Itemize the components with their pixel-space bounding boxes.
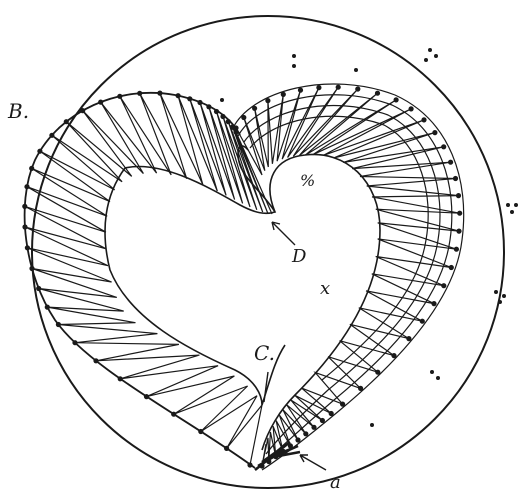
right-pin: [375, 370, 380, 375]
left-pin: [137, 91, 142, 96]
left-pin: [29, 166, 34, 171]
zigzag-thread: [236, 87, 460, 466]
label-a: a: [330, 472, 341, 493]
right-pin: [457, 211, 462, 216]
left-lobe-zigzag-threads: [25, 93, 272, 465]
arrow-d: [272, 222, 295, 245]
outer-circle: [32, 16, 504, 488]
heart-interior-outline: [105, 146, 285, 405]
right-pin: [456, 229, 461, 234]
left-pin: [118, 376, 123, 381]
right-pin: [252, 106, 257, 111]
right-pin: [329, 411, 334, 416]
left-pin: [176, 93, 181, 98]
left-pin: [93, 358, 98, 363]
right-pin: [320, 418, 325, 423]
bottom-tip-knot: [255, 442, 300, 470]
right-pin: [420, 319, 425, 324]
left-pin: [80, 108, 85, 113]
right-pin: [358, 386, 363, 391]
right-pin: [432, 130, 437, 135]
right-pin: [454, 247, 459, 252]
left-pin: [206, 104, 211, 109]
left-pin: [36, 286, 41, 291]
right-pin: [311, 425, 316, 430]
left-pin: [37, 149, 42, 154]
right-pin: [375, 91, 380, 96]
left-pin: [25, 245, 30, 250]
left-pin: [157, 91, 162, 96]
left-pin: [220, 114, 225, 119]
right-pin: [409, 106, 414, 111]
left-pin: [171, 412, 176, 417]
right-pin: [449, 265, 454, 270]
right-pin: [391, 353, 396, 358]
right-pin: [298, 88, 303, 93]
left-pin: [24, 184, 29, 189]
arrow-a: [300, 455, 326, 470]
left-pin: [22, 224, 27, 229]
right-pin: [316, 85, 321, 90]
label-x: x: [320, 278, 330, 299]
right-pin: [233, 125, 238, 130]
left-pin: [72, 340, 77, 345]
left-pin: [197, 100, 202, 105]
left-pin: [45, 305, 50, 310]
right-pin: [441, 283, 446, 288]
right-pin: [441, 144, 446, 149]
right-lobe-inner-edge: [262, 154, 380, 450]
right-pin: [448, 160, 453, 165]
left-pin: [22, 204, 27, 209]
right-pin: [241, 115, 246, 120]
left-pin: [187, 96, 192, 101]
left-pin: [144, 394, 149, 399]
zigzag-thread: [25, 93, 272, 465]
left-pin: [117, 94, 122, 99]
label-d: D: [291, 246, 307, 267]
label-percent: %: [300, 171, 315, 190]
right-pin: [355, 86, 360, 91]
right-pin: [406, 336, 411, 341]
label-b: B.: [7, 99, 29, 123]
right-pin: [336, 85, 341, 90]
left-pin: [29, 266, 34, 271]
right-pin: [265, 98, 270, 103]
left-pin: [224, 446, 229, 451]
right-pin: [295, 437, 300, 442]
right-pin: [281, 92, 286, 97]
left-pin: [247, 462, 252, 467]
left-pin: [64, 119, 69, 124]
left-pin: [214, 109, 219, 114]
left-pin: [56, 322, 61, 327]
right-lobe-zigzag-threads: [236, 87, 460, 466]
left-pin: [49, 133, 54, 138]
right-pin: [431, 301, 436, 306]
left-pin: [98, 100, 103, 105]
right-pin: [453, 176, 458, 181]
label-c: C.: [254, 341, 275, 365]
right-pin: [421, 117, 426, 122]
left-pin: [226, 119, 231, 124]
left-pin: [198, 429, 203, 434]
right-pin: [303, 431, 308, 436]
right-pin: [456, 193, 461, 198]
right-pin: [340, 402, 345, 407]
right-pin: [394, 97, 399, 102]
